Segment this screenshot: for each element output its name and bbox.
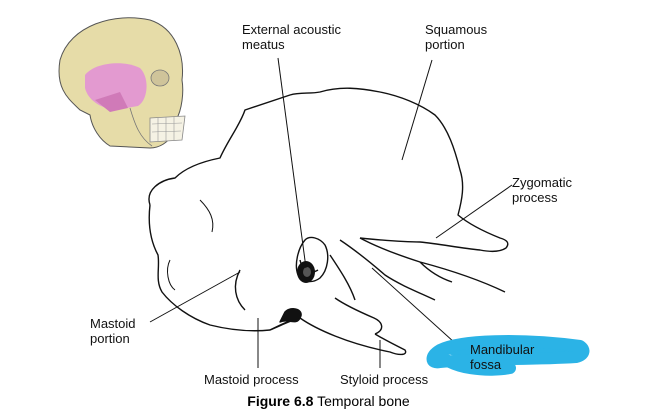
highlight-marker bbox=[426, 335, 590, 376]
label-line: process bbox=[512, 190, 558, 205]
leader-lines bbox=[149, 57, 513, 368]
label-styloid-process: Styloid process bbox=[340, 372, 429, 387]
label-line: portion bbox=[90, 331, 130, 346]
label-squamous-portion: Squamous portion bbox=[425, 22, 487, 52]
label-line: Mandibular bbox=[470, 342, 535, 357]
label-zygomatic-process: Zygomatic process bbox=[512, 175, 572, 205]
label-mastoid-process: Mastoid process bbox=[204, 372, 299, 387]
label-line: fossa bbox=[470, 357, 502, 372]
label-line: Squamous bbox=[425, 22, 488, 37]
leader-zygomatic-process bbox=[435, 184, 513, 239]
label-external-acoustic-meatus: External acoustic meatus bbox=[242, 22, 341, 52]
label-line: External acoustic bbox=[242, 22, 341, 37]
label-line: portion bbox=[425, 37, 465, 52]
label-line: Mastoid bbox=[90, 316, 136, 331]
skull-icon bbox=[58, 17, 186, 149]
meatus-opening bbox=[297, 261, 315, 283]
leader-squamous-portion bbox=[401, 59, 433, 161]
label-mandibular-fossa: Mandibular fossa bbox=[470, 342, 534, 372]
label-line: Zygomatic bbox=[512, 175, 572, 190]
temporal-bone-drawing bbox=[148, 87, 509, 356]
label-line: meatus bbox=[242, 37, 285, 52]
figure-number: Figure 6.8 bbox=[247, 393, 314, 409]
leader-external-acoustic-meatus bbox=[277, 57, 307, 269]
leader-mastoid-portion bbox=[149, 271, 241, 323]
figure-title: Temporal bone bbox=[317, 393, 410, 409]
leader-mandibular-fossa bbox=[371, 267, 466, 353]
label-mastoid-portion: Mastoid portion bbox=[90, 316, 136, 346]
figure-caption: Figure 6.8 Temporal bone bbox=[0, 393, 657, 409]
